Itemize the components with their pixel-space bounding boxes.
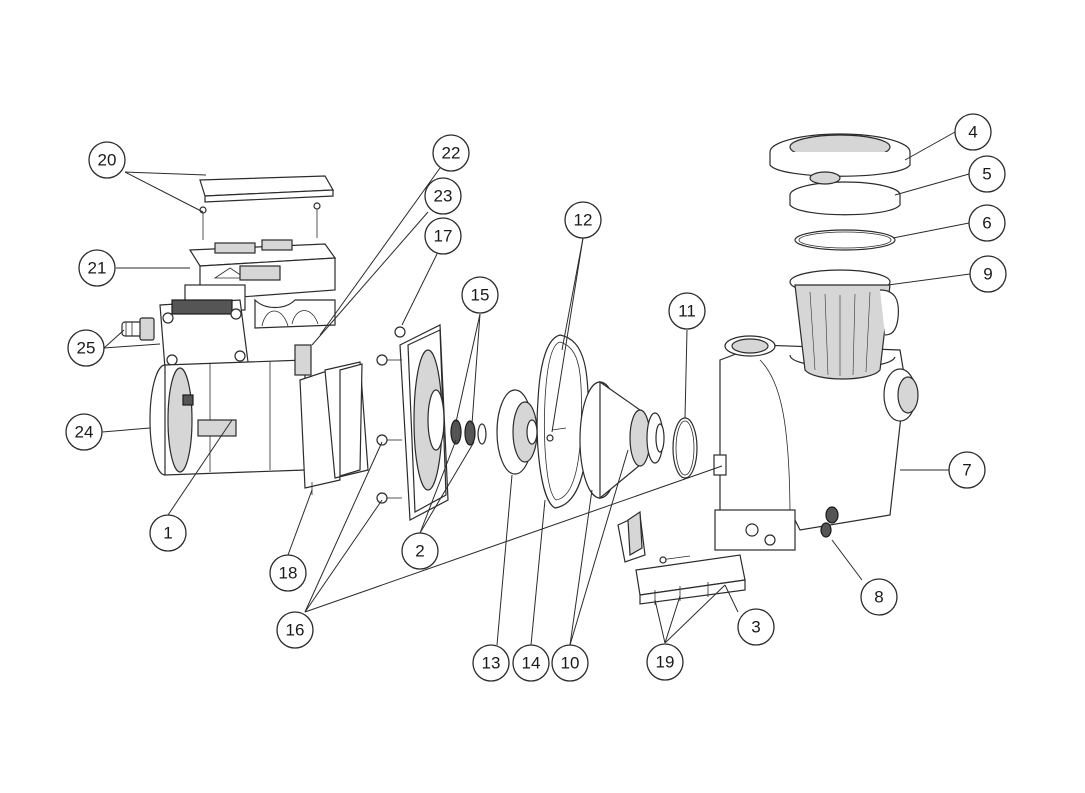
part-motor-bracket	[299, 361, 369, 495]
callout-24-label: 24	[75, 423, 94, 442]
callout-16-label: 16	[286, 621, 305, 640]
callout-23-label: 23	[434, 187, 453, 206]
part-drain-plug	[820, 506, 839, 538]
callout-8: 8	[860, 578, 898, 616]
callout-3-label: 3	[751, 618, 760, 637]
part-lid-plate	[789, 171, 901, 216]
callout-20-label: 20	[98, 151, 117, 170]
callout-10-label: 10	[561, 654, 580, 673]
callout-25: 25	[67, 329, 105, 367]
callout-14: 14	[512, 644, 550, 682]
callout-25-label: 25	[77, 339, 96, 358]
part-shaft-seal	[450, 419, 487, 446]
callout-8-label: 8	[874, 588, 883, 607]
callout-5-label: 5	[982, 165, 991, 184]
callout-20: 20	[88, 141, 126, 179]
callout-4: 4	[954, 113, 992, 151]
callout-7: 7	[948, 451, 986, 489]
part-diffuser	[579, 380, 665, 500]
callout-21: 21	[78, 249, 116, 287]
callout-9: 9	[969, 255, 1007, 293]
part-o-ring	[672, 417, 698, 479]
callout-11-label: 11	[678, 302, 696, 321]
callout-14-label: 14	[522, 654, 541, 673]
part-impeller	[496, 389, 538, 475]
callout-12-label: 12	[574, 211, 593, 230]
callout-2: 2	[401, 532, 439, 570]
callout-22: 22	[432, 134, 470, 172]
part-strainer-lid	[769, 133, 911, 177]
callout-13-label: 13	[482, 654, 501, 673]
callout-19: 19	[646, 643, 684, 681]
callout-13: 13	[472, 644, 510, 682]
callout-17-label: 17	[434, 227, 453, 246]
callout-18: 18	[269, 554, 307, 592]
callout-19-label: 19	[656, 653, 675, 672]
leader-lines	[101, 131, 971, 646]
callout-15: 15	[461, 276, 499, 314]
callout-17: 17	[424, 217, 462, 255]
callout-6: 6	[968, 204, 1006, 242]
callout-1-label: 1	[163, 524, 172, 543]
callout-24: 24	[65, 413, 103, 451]
callout-4-label: 4	[968, 123, 977, 142]
callout-1: 1	[149, 514, 187, 552]
part-lid-o-ring	[794, 229, 896, 251]
callout-18-label: 18	[279, 564, 298, 583]
part-cord-grip	[121, 317, 155, 341]
part-strainer-basket	[789, 269, 900, 380]
callout-7-label: 7	[962, 461, 971, 480]
callout-11: 11	[668, 292, 706, 330]
callout-9-label: 9	[983, 265, 992, 284]
part-motor	[149, 344, 312, 476]
callout-12: 12	[564, 201, 602, 239]
part-seal-plate	[376, 324, 449, 521]
callout-6-label: 6	[982, 214, 991, 233]
callout-10: 10	[551, 644, 589, 682]
part-wiring-box	[159, 299, 249, 369]
part-cover-lid	[199, 175, 335, 240]
callout-5: 5	[968, 155, 1006, 193]
callout-23: 23	[424, 177, 462, 215]
part-gasket	[536, 334, 589, 509]
callout-22-label: 22	[442, 144, 461, 163]
callout-21-label: 21	[88, 259, 107, 278]
callout-2-label: 2	[415, 542, 424, 561]
part-base	[617, 510, 746, 605]
callout-16: 16	[276, 611, 314, 649]
callout-3: 3	[737, 608, 775, 646]
callout-15-label: 15	[471, 286, 490, 305]
